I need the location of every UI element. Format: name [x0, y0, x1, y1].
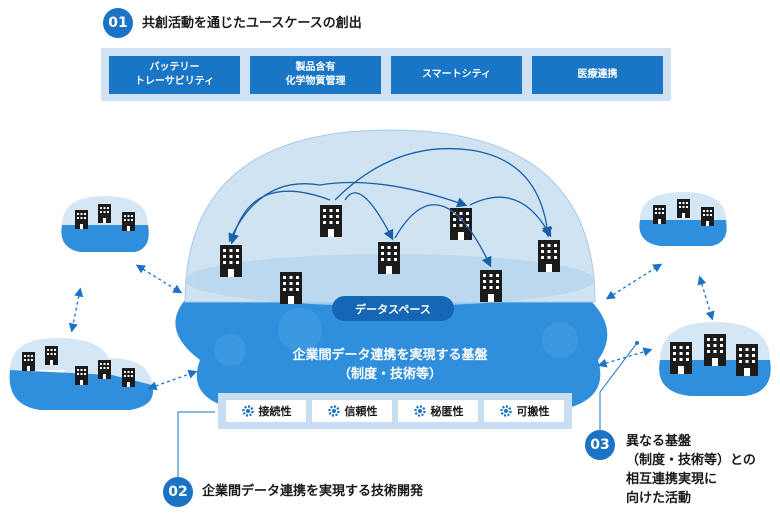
- use-case-battery-traceability[interactable]: バッテリー トレーサビリティ: [109, 56, 240, 94]
- right-top-cloud: [639, 192, 727, 246]
- company-building: [220, 245, 242, 277]
- company-building: [480, 270, 502, 302]
- main-cloud: [175, 300, 608, 410]
- step3-title-line4: 向けた活動: [626, 491, 692, 506]
- property-portability: 可搬性: [484, 400, 564, 422]
- property-label: 接続性: [258, 405, 292, 418]
- company-building: [538, 240, 560, 272]
- use-case-chemical-management[interactable]: 製品含有 化学物質管理: [250, 56, 381, 94]
- step3-title: 異なる基盤 （制度・技術等）との 相互連携実現に 向けた活動: [626, 432, 756, 508]
- data-space-label: データスペース: [332, 296, 454, 321]
- step3-title-line2: （制度・技術等）との: [626, 453, 756, 468]
- step3-title-line1: 異なる基盤: [626, 434, 692, 449]
- use-case-panel: バッテリー トレーサビリティ 製品含有 化学物質管理 スマートシティ 医療連携: [101, 48, 671, 101]
- property-confidentiality: 秘匿性: [398, 400, 478, 422]
- step3-connector: [599, 342, 638, 436]
- interconnection-arrows: [68, 263, 715, 391]
- step-number-badge: 01: [103, 8, 133, 38]
- gear-icon: [241, 405, 254, 417]
- step2-title: 企業間データ連携を実現する技術開発: [202, 484, 424, 499]
- step2-connector: [177, 411, 215, 478]
- property-reliability: 信頼性: [312, 400, 392, 422]
- platform-title-line2: （制度・技術等）: [337, 367, 442, 382]
- data-exchange-arrows: [228, 147, 553, 268]
- step-number-badge: 02: [163, 477, 193, 507]
- use-case-medical-collaboration[interactable]: 医療連携: [532, 56, 663, 94]
- platform-properties-panel: 接続性 信頼性 秘匿性 可搬性: [218, 393, 572, 429]
- right-bottom-cloud: [659, 322, 771, 396]
- gear-icon: [413, 405, 426, 417]
- property-label: 秘匿性: [430, 405, 464, 418]
- platform-title: 企業間データ連携を実現する基盤 （制度・技術等）: [250, 346, 530, 384]
- property-label: 信頼性: [344, 405, 378, 418]
- left-bottom-cloud: [9, 338, 154, 410]
- left-top-cloud: [61, 196, 149, 252]
- company-building: [378, 242, 400, 274]
- company-building: [280, 272, 302, 304]
- use-case-smart-city[interactable]: スマートシティ: [391, 56, 522, 94]
- step1-title: 共創活動を通じたユースケースの創出: [142, 16, 362, 31]
- company-building: [320, 205, 342, 237]
- platform-title-line1: 企業間データ連携を実現する基盤: [292, 348, 488, 363]
- gear-icon: [499, 405, 512, 417]
- property-connectivity: 接続性: [226, 400, 306, 422]
- step3-title-line3: 相互連携実現に: [626, 472, 718, 487]
- data-space-dome: [184, 129, 596, 306]
- gear-icon: [327, 405, 340, 417]
- step-number-badge: 03: [585, 430, 615, 460]
- property-label: 可搬性: [516, 405, 550, 418]
